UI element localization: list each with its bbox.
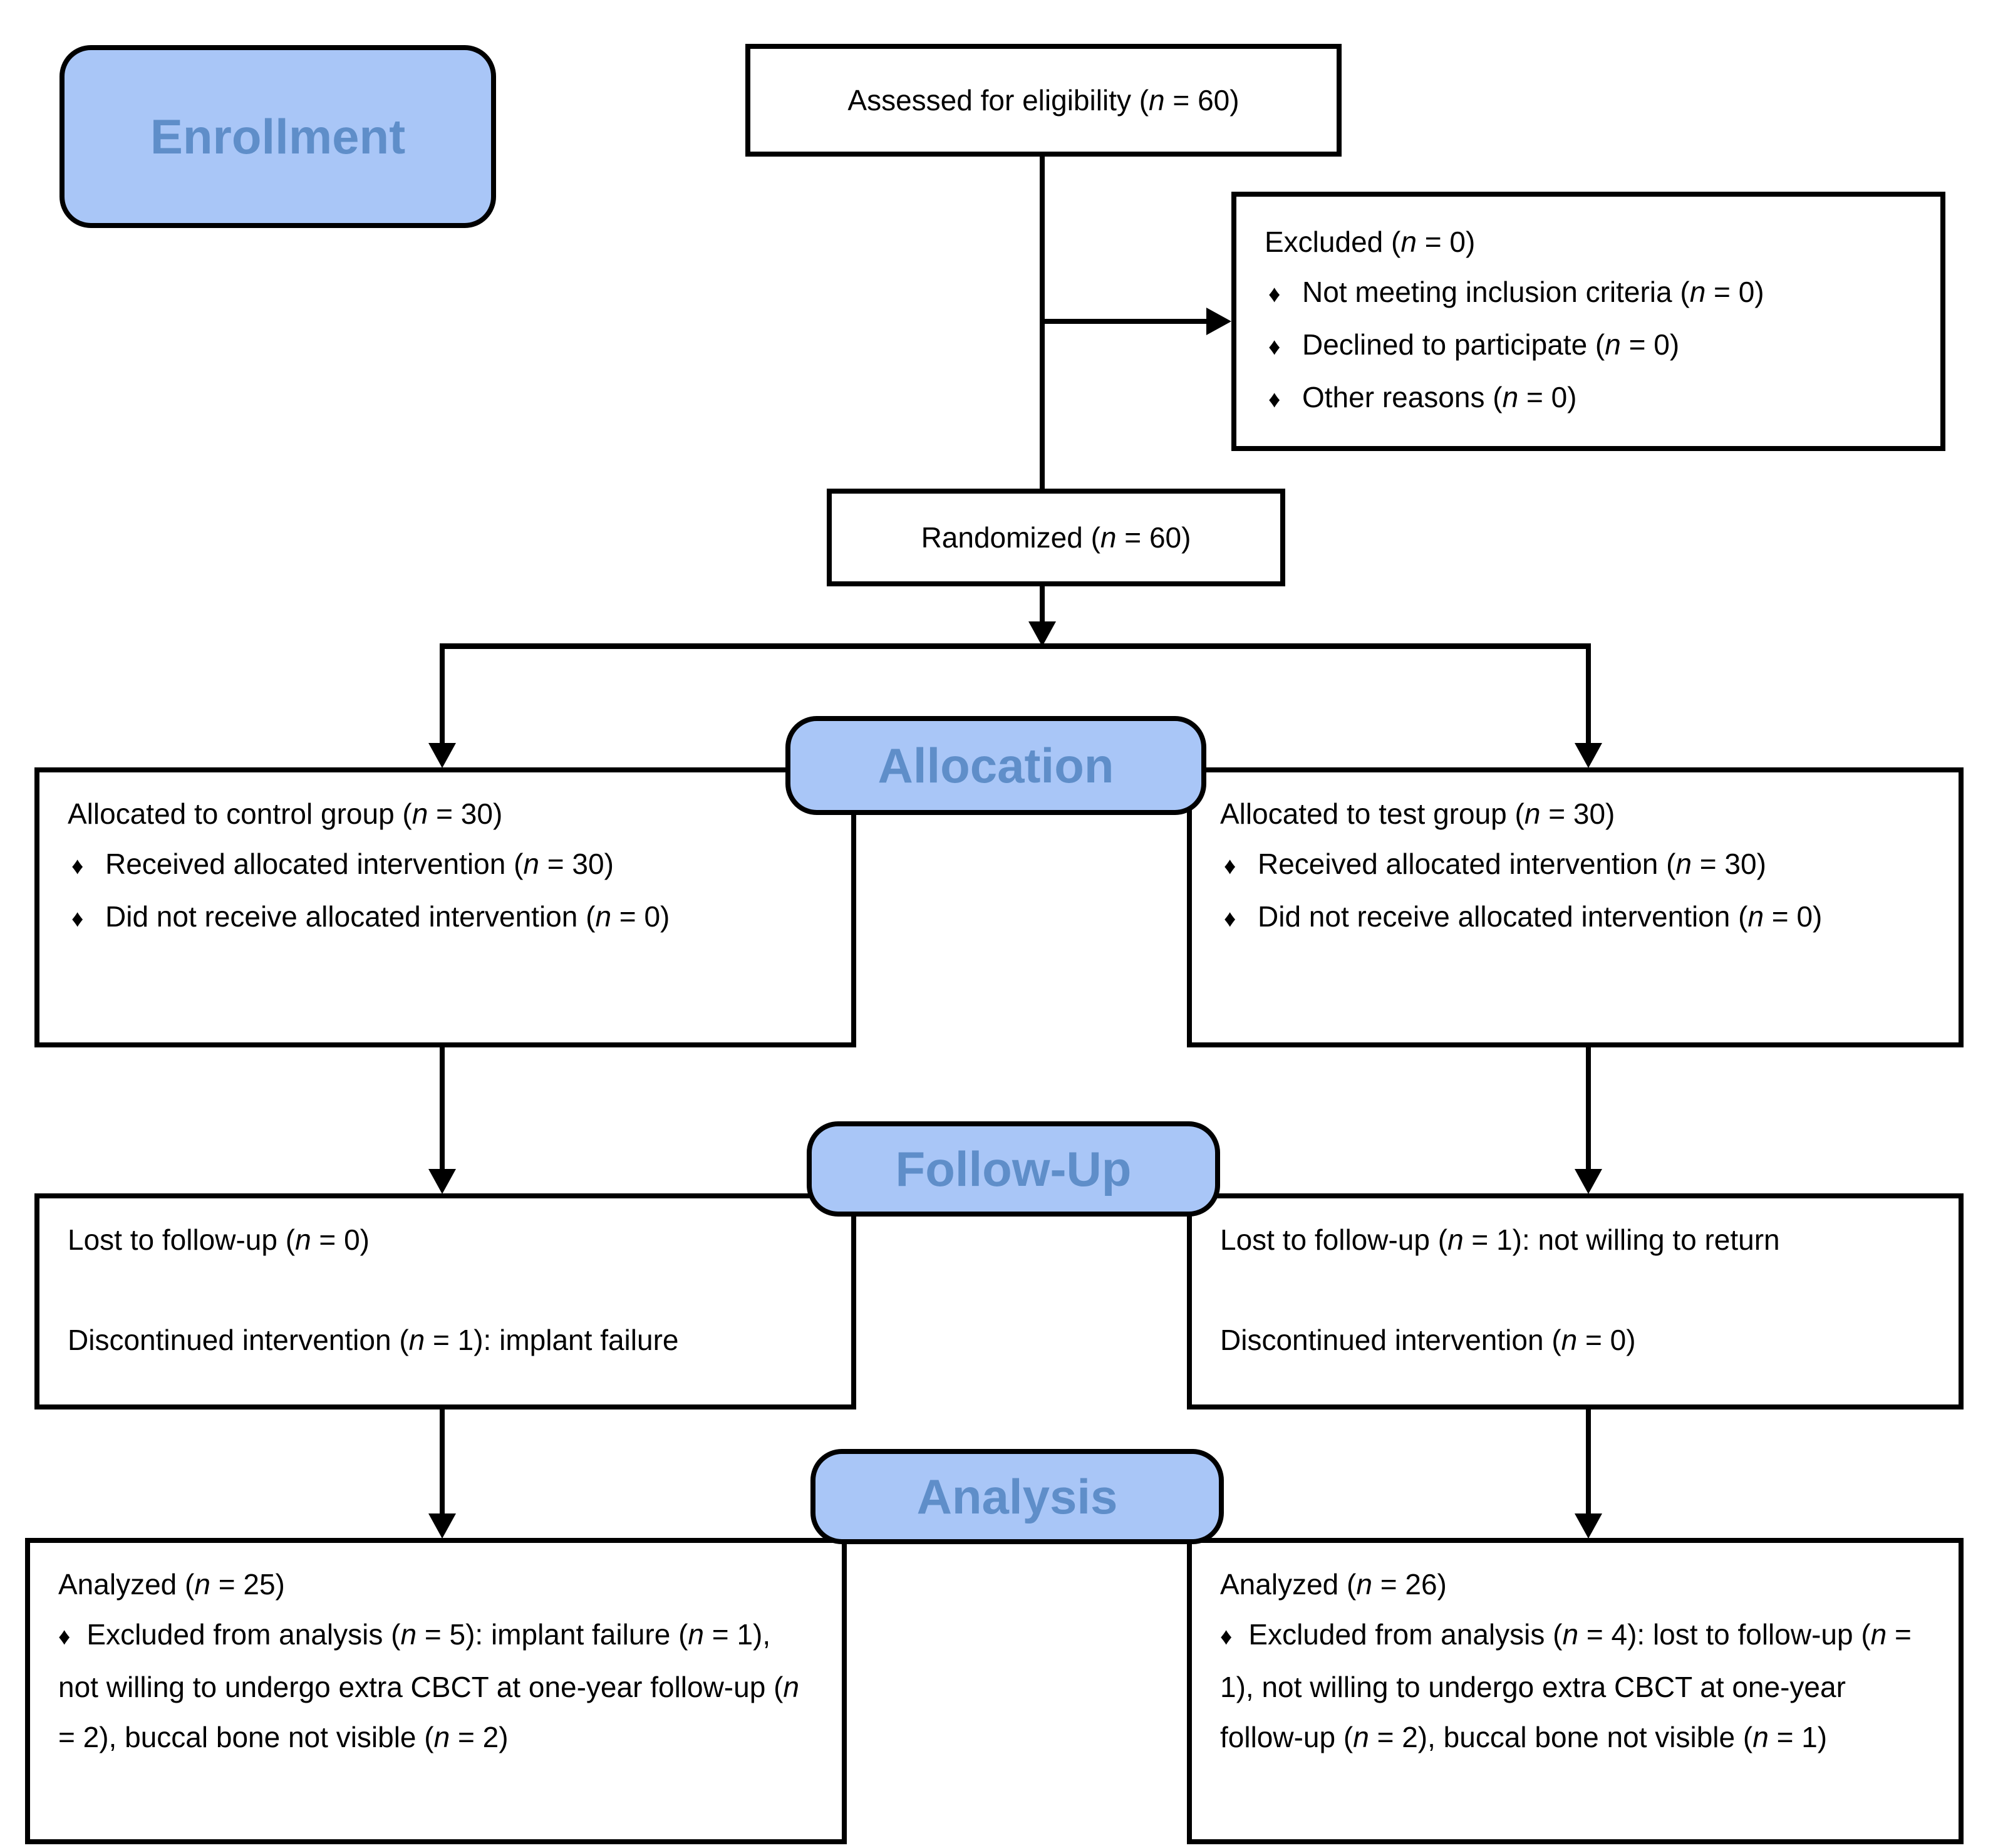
excluded-title: Excluded (n = 0) — [1265, 226, 1476, 258]
arrowhead-control-allocation — [428, 743, 456, 768]
analysis-section-label: Analysis — [810, 1449, 1224, 1544]
analysis-control-bullet: ♦Excluded from analysis (n = 5): implant… — [58, 1618, 799, 1753]
connector-split-to-test — [1586, 646, 1591, 745]
diamond-bullet-icon: ♦ — [1268, 281, 1281, 308]
allocated-test-box: Allocated to test group (n = 30) ♦Receiv… — [1187, 767, 1964, 1047]
followup-test-box: Lost to follow-up (n = 1): not willing t… — [1187, 1193, 1964, 1409]
arrowhead-test-followup — [1575, 1169, 1602, 1194]
followup-control-discontinued: Discontinued intervention (n = 1): impla… — [68, 1324, 679, 1356]
excluded-bullet-2: ♦Declined to participate (n = 0) — [1265, 319, 1912, 372]
diamond-bullet-icon: ♦ — [71, 853, 84, 880]
analysis-control-title: Analyzed (n = 25) — [58, 1568, 285, 1601]
connector-control-to-analysis — [440, 1409, 445, 1515]
arrowhead-test-analysis — [1575, 1513, 1602, 1539]
analysis-test-bullet: ♦Excluded from analysis (n = 4): lost to… — [1220, 1618, 1912, 1753]
followup-control-box: Lost to follow-up (n = 0) Discontinued i… — [34, 1193, 856, 1409]
arrowhead-test-allocation — [1575, 743, 1602, 768]
allocation-section-label: Allocation — [785, 716, 1206, 815]
allocated-test-title: Allocated to test group (n = 30) — [1220, 797, 1615, 830]
connector-test-to-followup — [1586, 1046, 1591, 1170]
arrowhead-control-followup — [428, 1169, 456, 1194]
analysis-test-title: Analyzed (n = 26) — [1220, 1568, 1447, 1601]
arrowhead-excluded — [1206, 308, 1231, 335]
analysis-control-box: Analyzed (n = 25) ♦Excluded from analysi… — [25, 1538, 847, 1844]
diamond-bullet-icon: ♦ — [58, 1624, 71, 1650]
diamond-bullet-icon: ♦ — [71, 906, 84, 932]
allocated-control-bullet-2: ♦Did not receive allocated intervention … — [68, 891, 823, 944]
allocated-control-title: Allocated to control group (n = 30) — [68, 797, 503, 830]
allocated-test-bullet-2: ♦Did not receive allocated intervention … — [1220, 891, 1930, 944]
diamond-bullet-icon: ♦ — [1224, 853, 1236, 880]
randomized-text: Randomized (n = 60) — [921, 521, 1191, 554]
diamond-bullet-icon: ♦ — [1268, 334, 1281, 360]
excluded-box: Excluded (n = 0) ♦Not meeting inclusion … — [1231, 192, 1945, 451]
randomized-box: Randomized (n = 60) — [827, 489, 1285, 586]
followup-section-label: Follow-Up — [807, 1121, 1220, 1217]
enrollment-section-label: Enrollment — [60, 45, 496, 228]
connector-randomized-to-split — [1040, 586, 1045, 625]
assessed-eligibility-box: Assessed for eligibility (n = 60) — [745, 44, 1342, 157]
followup-control-lost: Lost to follow-up (n = 0) — [68, 1223, 370, 1256]
connector-test-to-analysis — [1586, 1409, 1591, 1515]
connector-control-to-followup — [440, 1046, 445, 1170]
excluded-bullet-1: ♦Not meeting inclusion criteria (n = 0) — [1265, 267, 1912, 319]
allocated-control-box: Allocated to control group (n = 30) ♦Rec… — [34, 767, 856, 1047]
connector-branch-to-excluded — [1040, 319, 1208, 324]
assessed-eligibility-text: Assessed for eligibility (n = 60) — [847, 84, 1240, 117]
split-line — [440, 643, 1591, 649]
analysis-test-box: Analyzed (n = 26) ♦Excluded from analysi… — [1187, 1538, 1964, 1844]
diamond-bullet-icon: ♦ — [1268, 387, 1281, 413]
excluded-bullet-3: ♦Other reasons (n = 0) — [1265, 372, 1912, 425]
allocated-control-bullet-1: ♦Received allocated intervention (n = 30… — [68, 839, 823, 891]
arrowhead-control-analysis — [428, 1513, 456, 1539]
followup-test-lost: Lost to follow-up (n = 1): not willing t… — [1220, 1223, 1780, 1256]
diamond-bullet-icon: ♦ — [1224, 906, 1236, 932]
allocated-test-bullet-1: ♦Received allocated intervention (n = 30… — [1220, 839, 1930, 891]
connector-split-to-control — [440, 646, 445, 745]
diamond-bullet-icon: ♦ — [1220, 1624, 1233, 1650]
arrowhead-split — [1028, 621, 1056, 646]
followup-test-discontinued: Discontinued intervention (n = 0) — [1220, 1324, 1636, 1356]
